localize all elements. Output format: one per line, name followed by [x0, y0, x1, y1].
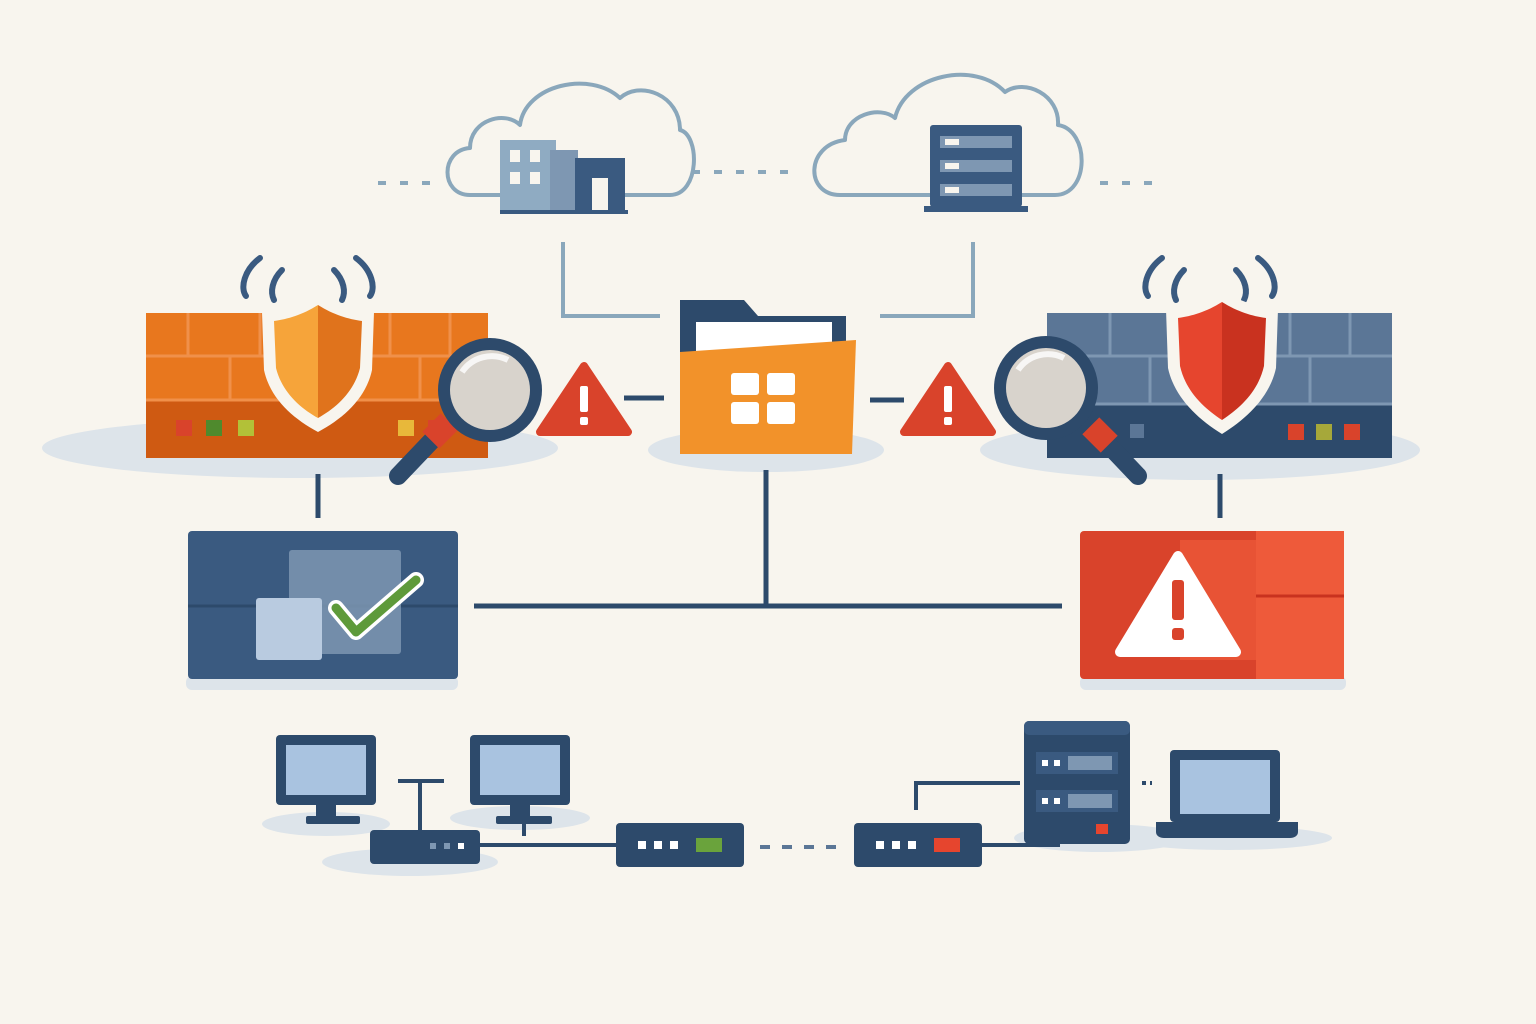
cloud-folder-connectors — [561, 242, 975, 318]
network-switch-icon — [854, 823, 982, 867]
router-icon — [370, 830, 480, 864]
folder-grid-icon — [648, 300, 884, 472]
magnifier-icon — [994, 336, 1147, 485]
wifi-signal-icon — [240, 255, 376, 303]
cloud-server-icon — [812, 72, 1084, 212]
network-switch-icon — [616, 823, 744, 867]
warning-triangle-icon — [900, 362, 996, 436]
alert-warning-panel — [1080, 531, 1346, 690]
magnifier-icon — [389, 338, 542, 485]
laptop-icon — [1156, 750, 1298, 838]
verified-checkmark-panel — [186, 531, 458, 690]
red-shield-icon — [1166, 290, 1278, 434]
server-rack-icon — [924, 125, 1028, 212]
desktop-monitor-icon — [470, 735, 570, 824]
orange-shield-icon — [262, 293, 374, 432]
cloud-buildings-icon — [445, 81, 696, 214]
router-links — [398, 779, 616, 847]
server-tower-icon — [1024, 721, 1130, 844]
firewall-panel-connectors — [315, 470, 1223, 609]
cloud-dotted-links — [378, 170, 1160, 185]
building-icon — [500, 140, 628, 214]
desktop-monitor-icon — [276, 735, 376, 824]
warning-triangle-icon — [536, 362, 632, 436]
server-links — [914, 781, 1152, 847]
wifi-signal-icon — [1142, 255, 1278, 303]
